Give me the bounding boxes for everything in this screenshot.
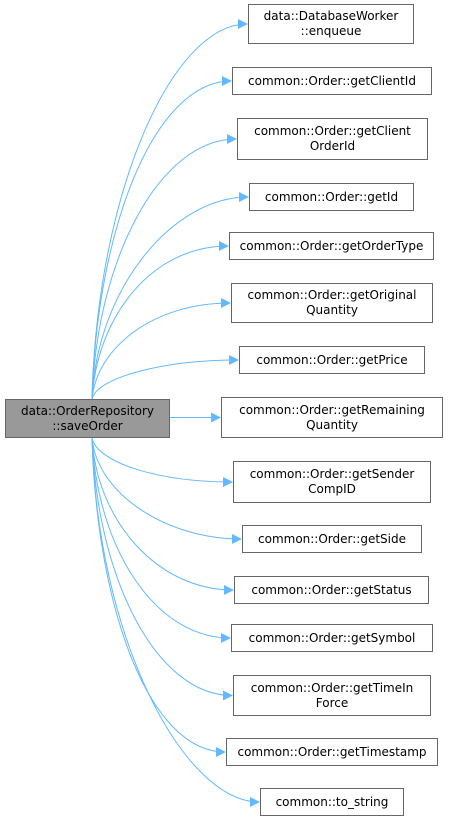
call-edge — [91, 437, 242, 544]
call-edge — [91, 437, 233, 487]
call-edge — [91, 298, 231, 400]
node-label: common::Order::getId — [264, 189, 399, 204]
node-label: ::enqueue — [300, 24, 362, 38]
callee-node[interactable]: common::to_string — [260, 788, 404, 816]
call-edge — [91, 19, 248, 400]
node-label: OrderId — [309, 139, 356, 153]
node-label: common::Order::getClient — [254, 124, 411, 138]
callee-node[interactable]: common::Order::getTimestamp — [226, 738, 438, 766]
callee-node[interactable]: data::DatabaseWorker::enqueue — [248, 4, 414, 44]
node-label: common::to_string — [275, 794, 389, 809]
node-label: data::DatabaseWorker — [263, 9, 399, 23]
node-label: common::Order::getTimestamp — [237, 744, 427, 759]
call-edge — [91, 192, 249, 400]
node-label: common::Order::getPrice — [256, 352, 408, 367]
callee-node[interactable]: common::Order::getSymbol — [231, 624, 433, 652]
callee-node[interactable]: common::Order::getClientId — [232, 67, 432, 95]
root-node[interactable]: data::OrderRepository::saveOrder — [5, 399, 170, 438]
call-edge — [91, 76, 232, 400]
node-label: common::Order::getTimeIn — [250, 680, 414, 695]
node-label: common::Order::getSide — [258, 531, 406, 546]
call-edge — [91, 437, 260, 807]
node-label: common::Order::getClientId — [248, 73, 416, 88]
call-edge — [91, 355, 239, 400]
call-edge — [91, 437, 231, 643]
call-edge — [91, 437, 226, 757]
node-label: ::saveOrder — [52, 418, 123, 433]
node-label: common::Order::getStatus — [251, 582, 412, 597]
node-label: Quantity — [306, 417, 358, 432]
node-label: common::Order::getOrderType — [239, 238, 424, 253]
callee-node[interactable]: common::Order::getSide — [242, 525, 422, 553]
callee-node[interactable]: common::Order::getId — [249, 183, 414, 211]
node-label: common::Order::getSymbol — [248, 630, 416, 645]
node-label: common::Order::getRemaining — [239, 402, 425, 417]
callee-node[interactable]: common::Order::getPrice — [239, 346, 425, 374]
node-label: data::OrderRepository — [20, 403, 155, 418]
call-edge — [91, 437, 233, 701]
callee-node[interactable]: common::Order::getOrderType — [229, 232, 434, 260]
node-label: Force — [315, 695, 349, 710]
node-label: CompID — [308, 482, 356, 496]
call-edge — [91, 241, 229, 400]
callee-node[interactable]: common::Order::getStatus — [234, 576, 429, 604]
node-label: common::Order::getSender — [249, 467, 415, 481]
node-label: common::Order::getOriginal — [247, 288, 417, 302]
node-label: Quantity — [306, 303, 358, 317]
call-edge — [91, 437, 234, 595]
call-edge — [91, 134, 237, 400]
